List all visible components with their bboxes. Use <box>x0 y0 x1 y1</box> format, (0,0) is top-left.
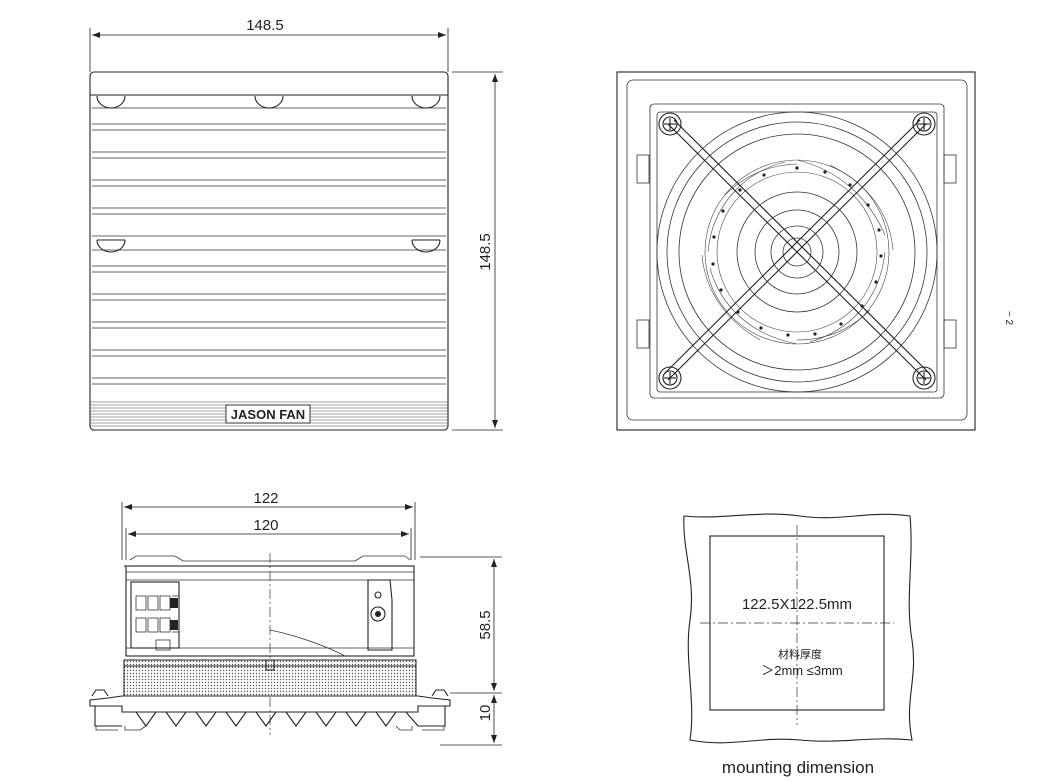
fan-top-view <box>616 71 976 431</box>
mounting-cutout: 122.5X122.5mm 材料厚度 ＞2mm ≤3mm mounting di… <box>683 513 915 777</box>
side-flange-dim: 10 <box>477 705 494 722</box>
side-view: 122 120 58.5 10 <box>89 490 502 746</box>
side-width-inner-dim: 120 <box>253 517 278 534</box>
thickness-range-label: ＞2mm ≤3mm <box>761 663 843 678</box>
front-width-dim: 148.5 <box>246 17 284 34</box>
side-width-outer-dim: 122 <box>253 490 278 507</box>
front-view: 148.5 148.5 <box>89 17 503 431</box>
cutout-size-label: 122.5X122.5mm <box>742 596 852 613</box>
mounting-caption: mounting dimension <box>722 758 874 777</box>
margin-note: ~ 2 <box>1003 311 1014 326</box>
material-thickness-label: 材料厚度 <box>778 647 822 661</box>
side-depth-dim: 58.5 <box>477 610 494 639</box>
front-height-dim: 148.5 <box>477 233 494 271</box>
screw-icon <box>658 112 936 390</box>
brand-label: JASON FAN <box>231 407 305 422</box>
